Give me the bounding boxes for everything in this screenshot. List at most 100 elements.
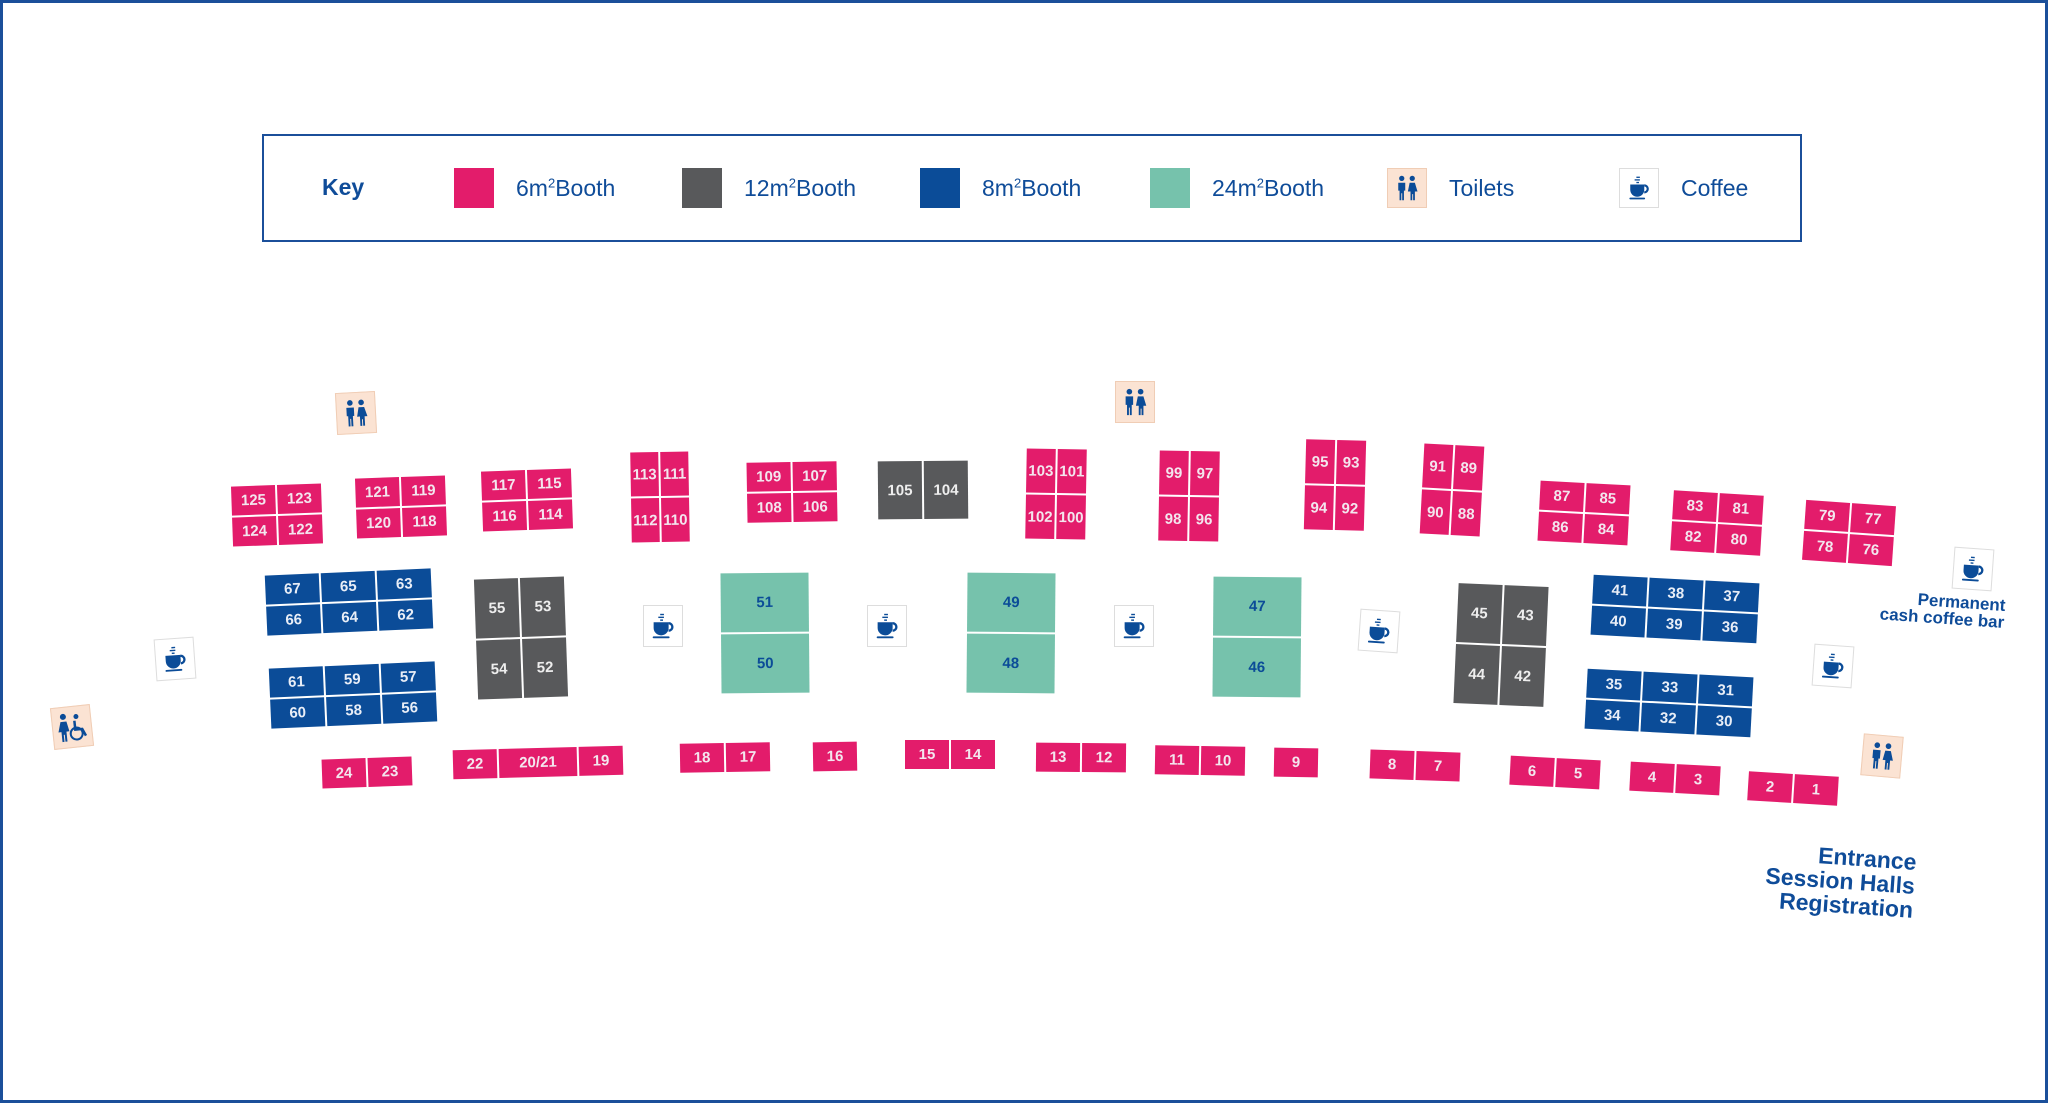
booth[interactable]: 107 <box>792 461 837 491</box>
booth[interactable]: 63 <box>376 568 432 600</box>
booth[interactable]: 97 <box>1190 451 1220 496</box>
booth[interactable]: 10 <box>1200 746 1246 776</box>
booth[interactable]: 6 <box>1509 755 1555 787</box>
booth[interactable]: 103 <box>1026 448 1056 493</box>
booth[interactable]: 79 <box>1804 499 1851 532</box>
booth[interactable]: 92 <box>1334 486 1365 531</box>
booth[interactable]: 14 <box>951 740 995 769</box>
booth[interactable]: 78 <box>1802 530 1848 563</box>
booth[interactable]: 89 <box>1453 445 1485 491</box>
booth[interactable]: 36 <box>1702 611 1758 644</box>
booth[interactable]: 91 <box>1422 443 1454 489</box>
booth[interactable]: 93 <box>1336 440 1367 485</box>
booth[interactable]: 76 <box>1847 534 1894 567</box>
booth[interactable]: 45 <box>1456 583 1503 644</box>
booth[interactable]: 56 <box>382 692 438 724</box>
booth[interactable]: 2 <box>1747 771 1793 803</box>
booth[interactable]: 50 <box>721 633 810 694</box>
booth[interactable]: 94 <box>1303 485 1334 530</box>
booth[interactable]: 34 <box>1584 699 1640 732</box>
booth[interactable]: 113 <box>630 452 659 497</box>
booth[interactable]: 96 <box>1189 497 1219 542</box>
booth[interactable]: 23 <box>367 756 413 787</box>
booth[interactable]: 121 <box>354 477 400 508</box>
booth[interactable]: 100 <box>1056 495 1086 540</box>
booth[interactable]: 90 <box>1419 489 1451 535</box>
booth[interactable]: 124 <box>232 516 278 547</box>
booth[interactable]: 54 <box>476 639 523 700</box>
booth[interactable]: 47 <box>1213 576 1302 637</box>
booth[interactable]: 117 <box>480 470 526 501</box>
booth[interactable]: 87 <box>1539 480 1585 512</box>
booth[interactable]: 110 <box>661 497 690 542</box>
booth[interactable]: 84 <box>1583 514 1629 546</box>
booth[interactable]: 102 <box>1025 494 1055 539</box>
booth[interactable]: 99 <box>1159 450 1189 495</box>
booth[interactable]: 5 <box>1555 758 1601 790</box>
booth[interactable]: 123 <box>276 483 322 514</box>
booth[interactable]: 64 <box>322 601 378 634</box>
booth[interactable]: 4 <box>1629 761 1675 793</box>
booth[interactable]: 115 <box>526 468 572 499</box>
booth[interactable]: 39 <box>1646 608 1702 641</box>
booth[interactable]: 53 <box>519 576 566 637</box>
booth[interactable]: 51 <box>720 572 809 633</box>
booth[interactable]: 85 <box>1585 483 1631 515</box>
booth[interactable]: 109 <box>746 462 791 492</box>
booth[interactable]: 9 <box>1273 747 1319 778</box>
booth[interactable]: 95 <box>1305 439 1336 484</box>
booth[interactable]: 11 <box>1154 745 1200 775</box>
booth[interactable]: 65 <box>320 570 376 603</box>
booth[interactable]: 104 <box>923 460 969 519</box>
booth[interactable]: 1 <box>1793 774 1839 806</box>
booth[interactable]: 24 <box>321 758 367 789</box>
booth[interactable]: 49 <box>967 572 1056 633</box>
booth[interactable]: 88 <box>1450 491 1482 537</box>
booth[interactable]: 38 <box>1648 577 1704 610</box>
booth[interactable]: 61 <box>268 666 324 698</box>
booth[interactable]: 30 <box>1696 705 1752 738</box>
booth[interactable]: 41 <box>1592 574 1648 607</box>
booth[interactable]: 118 <box>402 506 448 537</box>
booth[interactable]: 19 <box>578 745 624 776</box>
booth[interactable]: 80 <box>1716 524 1762 556</box>
booth[interactable]: 59 <box>324 663 380 696</box>
booth[interactable]: 125 <box>230 485 276 516</box>
booth[interactable]: 20/21 <box>498 746 578 779</box>
booth[interactable]: 114 <box>528 499 574 530</box>
booth[interactable]: 44 <box>1453 644 1500 705</box>
booth[interactable]: 119 <box>400 475 446 506</box>
booth[interactable]: 15 <box>905 740 949 769</box>
booth[interactable]: 86 <box>1537 511 1583 543</box>
booth[interactable]: 83 <box>1672 490 1718 522</box>
booth[interactable]: 31 <box>1698 674 1754 707</box>
booth[interactable]: 22 <box>452 749 498 780</box>
booth[interactable]: 3 <box>1675 764 1721 796</box>
booth[interactable]: 35 <box>1586 668 1642 701</box>
booth[interactable]: 32 <box>1640 702 1696 735</box>
booth[interactable]: 116 <box>482 501 528 532</box>
booth[interactable]: 8 <box>1369 749 1415 780</box>
booth[interactable]: 33 <box>1642 671 1698 704</box>
booth[interactable]: 7 <box>1415 751 1461 782</box>
booth[interactable]: 120 <box>356 508 402 539</box>
booth[interactable]: 43 <box>1502 585 1549 646</box>
booth[interactable]: 17 <box>725 742 771 772</box>
booth[interactable]: 98 <box>1158 496 1188 541</box>
booth[interactable]: 105 <box>877 461 923 520</box>
booth[interactable]: 81 <box>1718 493 1764 525</box>
booth[interactable]: 112 <box>631 498 660 543</box>
booth[interactable]: 16 <box>812 741 858 772</box>
booth[interactable]: 55 <box>473 578 520 639</box>
booth[interactable]: 60 <box>270 697 326 729</box>
booth[interactable]: 77 <box>1850 503 1896 536</box>
booth[interactable]: 111 <box>660 451 689 496</box>
booth[interactable]: 37 <box>1704 580 1760 613</box>
booth[interactable]: 62 <box>378 599 434 631</box>
booth[interactable]: 108 <box>747 493 792 523</box>
booth[interactable]: 48 <box>966 633 1055 694</box>
booth[interactable]: 82 <box>1670 521 1716 553</box>
booth[interactable]: 101 <box>1057 449 1087 494</box>
booth[interactable]: 18 <box>679 743 725 773</box>
booth[interactable]: 67 <box>264 573 320 605</box>
